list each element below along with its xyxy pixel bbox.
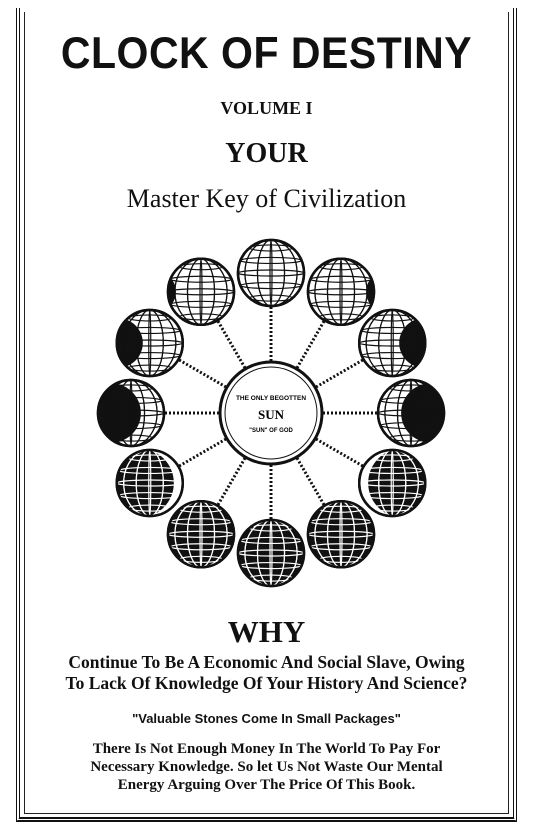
globe-icon	[236, 518, 306, 588]
subtitle: Master Key of Civilization	[126, 184, 407, 213]
wheel-spoke	[295, 457, 326, 507]
wheel-spoke	[295, 319, 326, 369]
page-border-inner	[24, 12, 509, 814]
center-line-3: "SUN" OF GOD	[249, 428, 293, 434]
wheel-spoke	[177, 358, 227, 389]
paragraph-line-2: Necessary Knowledge. So let Us Not Waste…	[90, 759, 443, 775]
center-line-1: THE ONLY BEGOTTEN	[236, 395, 306, 402]
globe-icon	[357, 448, 427, 518]
globe-icon	[96, 378, 166, 448]
globe-icon	[306, 257, 376, 327]
wheel-spoke	[216, 457, 247, 507]
center-line-2: SUN	[258, 407, 285, 422]
paragraph-line-1: There Is Not Enough Money In The World T…	[92, 741, 441, 757]
why-heading: WHY	[227, 614, 306, 649]
wheel-spoke	[315, 358, 365, 389]
wheel-spoke	[315, 437, 365, 468]
page-border-outer	[16, 8, 517, 822]
globe-icon	[306, 499, 376, 569]
globe-icon	[357, 308, 427, 378]
your-heading: YOUR	[225, 138, 308, 169]
quote-text: "Valuable Stones Come In Small Packages"	[132, 711, 401, 726]
question-line-2: To Lack Of Knowledge Of Your History And…	[65, 673, 468, 693]
wheel-spoke	[216, 319, 247, 369]
globe-icon	[376, 378, 446, 448]
globe-icon	[236, 238, 306, 308]
wheel-spoke	[177, 437, 227, 468]
book-title: CLOCK OF DESTINY	[60, 28, 473, 78]
wheel-spokes	[164, 306, 378, 520]
globe-icon	[115, 448, 185, 518]
volume-label: VOLUME I	[220, 98, 313, 118]
question-line-1: Continue To Be A Economic And Social Sla…	[68, 652, 465, 672]
paragraph-line-3: Energy Arguing Over The Price Of This Bo…	[117, 777, 416, 793]
globe-icon	[166, 257, 236, 327]
globe-icon	[115, 308, 185, 378]
globe-ring	[96, 238, 446, 588]
globe-icon	[166, 499, 236, 569]
sun-center: THE ONLY BEGOTTEN SUN "SUN" OF GOD	[218, 360, 324, 466]
